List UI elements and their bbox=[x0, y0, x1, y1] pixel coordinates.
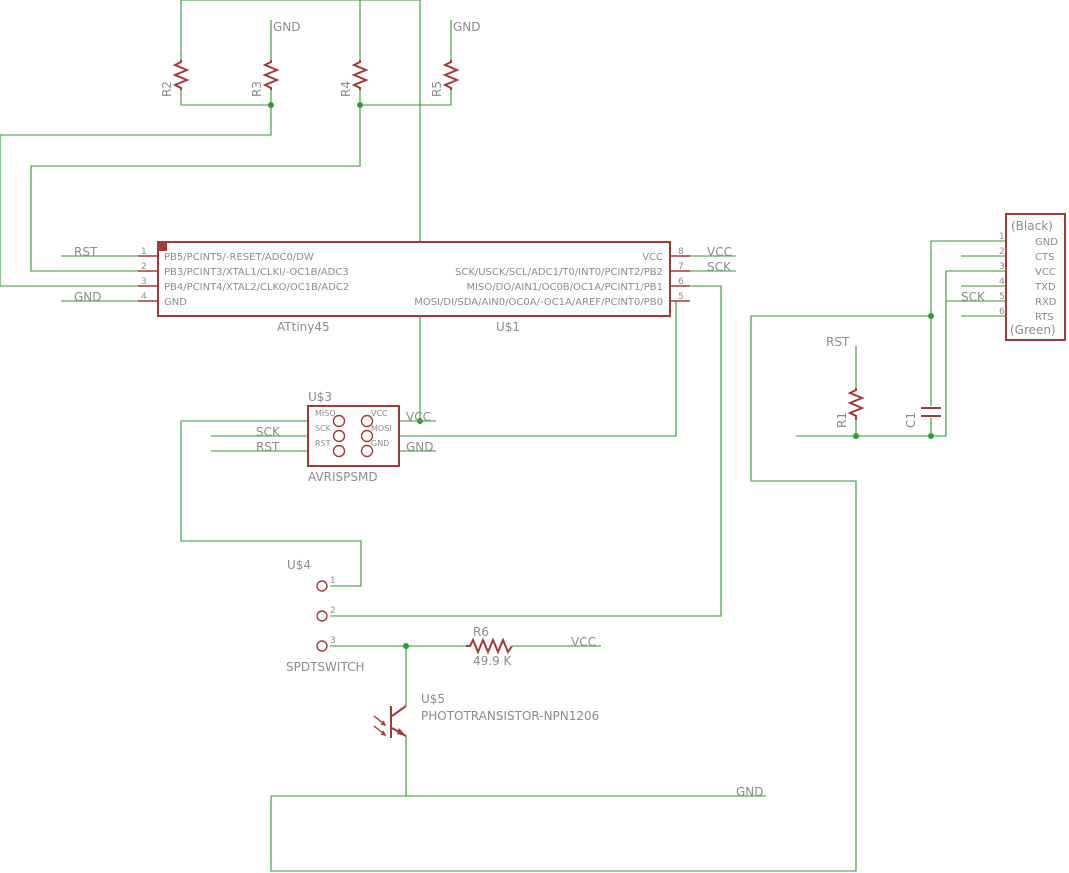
attiny-pin-label: MISO/DO/AIN1/OC0B/OC1A/PCINT1/PB1 bbox=[466, 282, 663, 293]
attiny-pin-num: 7 bbox=[678, 262, 684, 272]
isp-pin-vcc: VCC bbox=[371, 409, 388, 418]
attiny45-chip[interactable]: 1 2 3 4 PB5/PCINT5/-RESET/ADC0/DW PB3/PC… bbox=[138, 241, 690, 334]
attiny-pin-label: PB4/PCINT4/XTAL2/CLKO/OC1B/ADC2 bbox=[164, 282, 349, 293]
net-vcc-pin8: VCC bbox=[707, 245, 732, 259]
net-gnd-r5: GND bbox=[453, 20, 481, 34]
junctions bbox=[268, 102, 934, 649]
ftdi-pin-label: GND bbox=[1035, 237, 1058, 248]
net-rst-r1: RST bbox=[826, 335, 850, 349]
attiny-pin-label: PB3/PCINT3/XTAL1/CLKI/-OC1B/ADC3 bbox=[164, 267, 349, 278]
isp-pin-gnd: GND bbox=[371, 439, 389, 448]
resistor-r4-label: R4 bbox=[339, 81, 353, 97]
light-arrows-icon bbox=[373, 715, 387, 737]
net-sck-pin7: SCK bbox=[707, 260, 732, 274]
net-labels: GND GND RST GND VCC SCK VCC GND SCK RST … bbox=[74, 20, 986, 799]
resistor-r1-label: R1 bbox=[835, 412, 849, 428]
net-vcc-r6: VCC bbox=[571, 635, 596, 649]
ftdi-pin-num: 3 bbox=[999, 262, 1005, 272]
phototransistor[interactable]: U$5 PHOTOTRANSISTOR-NPN1206 bbox=[373, 692, 599, 738]
spdt-switch[interactable]: 1 2 3 U$4 SPDTSWITCH bbox=[286, 558, 364, 674]
attiny-pin-label: SCK/USCK/SCL/ADC1/T0/INT0/PCINT2/PB2 bbox=[455, 267, 663, 278]
net-gnd-isp: GND bbox=[406, 440, 434, 454]
ftdi-header[interactable]: (Black) (Green) 1 2 3 4 5 6 GND CTS VCC … bbox=[999, 213, 1066, 341]
attiny-pin-num: 8 bbox=[678, 247, 684, 257]
isp-pin-rst: RST bbox=[315, 439, 331, 448]
ftdi-pin-label: VCC bbox=[1035, 267, 1056, 278]
attiny-pin-label: PB5/PCINT5/-RESET/ADC0/DW bbox=[164, 252, 314, 263]
attiny-pin-label: VCC bbox=[642, 252, 663, 263]
ftdi-pin-num: 5 bbox=[999, 292, 1005, 302]
switch-ref: U$4 bbox=[287, 558, 311, 572]
ftdi-pin-label: RXD bbox=[1035, 297, 1057, 308]
net-rst-isp: RST bbox=[256, 440, 280, 454]
attiny-pin-num: 5 bbox=[678, 292, 684, 302]
ftdi-pin-num: 1 bbox=[999, 232, 1005, 242]
attiny-pin-label: GND bbox=[164, 297, 187, 308]
resistor-r6[interactable]: R6 49.9 K bbox=[466, 625, 513, 668]
resistor-r5-label: R5 bbox=[430, 81, 444, 97]
net-sck-isp: SCK bbox=[256, 425, 281, 439]
resistor-r2[interactable]: R2 bbox=[160, 60, 190, 97]
emitter-arrow-icon bbox=[397, 728, 406, 736]
ftdi-pin-label: RTS bbox=[1035, 312, 1054, 323]
resistor-r1[interactable]: R1 bbox=[835, 388, 865, 428]
switch-pin-2: 2 bbox=[330, 606, 336, 616]
switch-name: SPDTSWITCH bbox=[286, 660, 364, 674]
resistor-r4[interactable]: R4 bbox=[339, 60, 369, 97]
attiny-pin-num: 3 bbox=[141, 277, 147, 287]
isp-pin-miso: MISO bbox=[315, 409, 336, 418]
ftdi-pin-num: 2 bbox=[999, 247, 1005, 257]
net-rst-pin1: RST bbox=[74, 245, 98, 259]
capacitor-c1[interactable]: C1 bbox=[904, 407, 941, 428]
ftdi-pin-label: CTS bbox=[1035, 252, 1054, 263]
ftdi-top-label: (Black) bbox=[1011, 219, 1053, 233]
ftdi-bottom-label: (Green) bbox=[1010, 323, 1056, 337]
phototransistor-ref: U$5 bbox=[421, 692, 445, 706]
isp-pin-mosi: MOSI bbox=[371, 424, 392, 433]
attiny-pin-num: 6 bbox=[678, 277, 684, 287]
resistor-r6-value: 49.9 K bbox=[473, 654, 513, 668]
ftdi-pin-label: TXD bbox=[1034, 282, 1056, 293]
net-gnd-pin4: GND bbox=[74, 290, 102, 304]
attiny-name: ATtiny45 bbox=[277, 320, 330, 334]
switch-pin-3: 3 bbox=[330, 636, 336, 646]
avr-isp-header[interactable]: MISO VCC SCK MOSI RST GND U$3 AVRISPSMD bbox=[307, 390, 400, 484]
attiny-pin-num: 1 bbox=[141, 247, 147, 257]
switch-pin-1: 1 bbox=[330, 576, 336, 586]
isp-ref: U$3 bbox=[308, 390, 332, 404]
resistor-r3[interactable]: R3 bbox=[250, 60, 280, 97]
ftdi-pin-num: 6 bbox=[999, 307, 1005, 317]
attiny-ref: U$1 bbox=[496, 320, 520, 334]
net-gnd-r3: GND bbox=[273, 20, 301, 34]
resistor-r3-label: R3 bbox=[250, 81, 264, 97]
capacitor-c1-label: C1 bbox=[904, 412, 918, 428]
attiny-pin-label: MOSI/DI/SDA/AIN0/OC0A/-OC1A/AREF/PCINT0/… bbox=[414, 297, 663, 308]
pin1-marker bbox=[159, 243, 167, 251]
resistor-r6-label: R6 bbox=[473, 625, 489, 639]
net-gnd-bottom: GND bbox=[736, 785, 764, 799]
net-sck-ftdi: SCK bbox=[961, 290, 986, 304]
phototransistor-name: PHOTOTRANSISTOR-NPN1206 bbox=[421, 709, 599, 723]
attiny-pin-num: 4 bbox=[141, 292, 147, 302]
isp-name: AVRISPSMD bbox=[308, 470, 378, 484]
net-vcc-isp: VCC bbox=[406, 410, 431, 424]
attiny-pin-num: 2 bbox=[141, 262, 147, 272]
resistor-r2-label: R2 bbox=[160, 81, 174, 97]
isp-pin-sck: SCK bbox=[315, 424, 332, 433]
resistor-r5[interactable]: R5 bbox=[430, 60, 460, 97]
ftdi-pin-num: 4 bbox=[999, 277, 1005, 287]
